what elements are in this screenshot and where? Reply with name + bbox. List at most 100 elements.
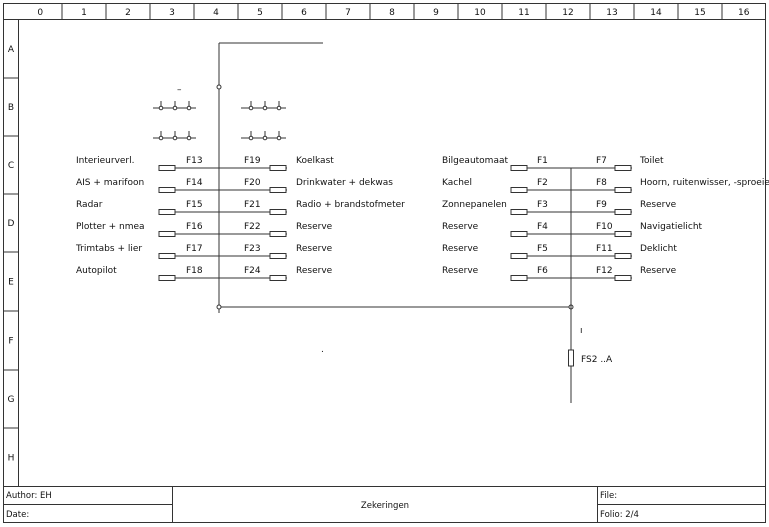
fuse-label: F3	[537, 200, 548, 210]
fuse-label: F13	[186, 156, 203, 166]
circuit-description: Kachel	[442, 178, 472, 188]
fuse-label: F5	[537, 244, 548, 254]
circuit-description: Reserve	[442, 244, 479, 254]
fuse-label: F12	[596, 266, 613, 276]
fuse-label: F9	[596, 200, 607, 210]
fuse-label: F11	[596, 244, 613, 254]
fuse-symbol	[269, 187, 287, 193]
fuse-symbol	[269, 231, 287, 237]
column-label: 11	[518, 8, 529, 18]
column-label: 3	[169, 8, 175, 18]
fuse-symbol	[510, 187, 528, 193]
sheet-title: Zekeringen	[361, 501, 409, 511]
sheet-border	[3, 3, 766, 523]
fuse-row: Plotter + nmea F16 F22 Reserve	[76, 222, 333, 237]
row-label: D	[8, 219, 15, 229]
circuit-description: Reserve	[442, 266, 479, 276]
row-label: H	[8, 453, 15, 463]
load-description: Reserve	[640, 200, 677, 210]
column-label: 2	[125, 8, 131, 18]
fuse-label: F8	[596, 178, 607, 188]
fuse-label: F1	[537, 156, 548, 166]
load-description: Radio + brandstofmeter	[296, 200, 405, 210]
column-label: 4	[213, 8, 219, 18]
fuse-symbol	[158, 231, 176, 237]
column-label: 0	[37, 8, 43, 18]
title-block: Author: EH Date: Zekeringen File: Folio:…	[3, 486, 766, 523]
fuse-symbol	[614, 187, 632, 193]
column-label: 1	[81, 8, 87, 18]
column-label: 5	[257, 8, 263, 18]
fuse-label: F2	[537, 178, 548, 188]
column-label: 16	[738, 8, 750, 18]
fuse-label: F15	[186, 200, 203, 210]
load-description: Reserve	[296, 222, 333, 232]
circuit-description: Interieurverl.	[76, 156, 135, 166]
row-label: E	[8, 278, 14, 288]
fuse-label: F22	[244, 222, 261, 232]
main-fuse-label: FS2 ..A	[581, 355, 613, 365]
circuit-description: AIS + marifoon	[76, 178, 144, 188]
file-label: File:	[600, 491, 617, 501]
load-description: Navigatielicht	[640, 222, 703, 232]
fuse-symbol	[269, 253, 287, 259]
circuit-description: Autopilot	[76, 266, 117, 276]
main-fuse-symbol	[568, 349, 574, 367]
fuse-label: F16	[186, 222, 203, 232]
date-label: Date:	[6, 510, 29, 520]
fuse-label: F14	[186, 178, 203, 188]
column-label: 7	[345, 8, 351, 18]
fuse-symbol	[158, 275, 176, 281]
fuse-symbol	[510, 165, 528, 171]
fuse-label: F4	[537, 222, 548, 232]
fuse-label: F20	[244, 178, 261, 188]
column-label: 6	[301, 8, 307, 18]
fuse-symbol	[614, 165, 632, 171]
fuse-label: F17	[186, 244, 203, 254]
busbars	[153, 101, 286, 141]
return-bus: FS2 ..A ı .	[216, 168, 613, 403]
fuse-symbol	[269, 209, 287, 215]
load-description: Reserve	[296, 244, 333, 254]
fuse-symbol	[510, 231, 528, 237]
dot-mark: .	[321, 345, 324, 355]
fuse-label: F7	[596, 156, 607, 166]
column-label: 13	[606, 8, 617, 18]
fuse-symbol	[510, 209, 528, 215]
fuse-row: AIS + marifoon F14 F20 Drinkwater + dekwas	[76, 178, 393, 193]
tick-mark: ı	[580, 326, 583, 336]
dash-mark: –	[177, 85, 182, 95]
fuse-symbol	[510, 253, 528, 259]
load-description: Reserve	[296, 266, 333, 276]
column-label: 9	[433, 8, 439, 18]
fuse-symbol	[158, 253, 176, 259]
fuse-symbol	[158, 165, 176, 171]
fuse-symbol	[614, 253, 632, 259]
load-description: Reserve	[640, 266, 677, 276]
fuse-label: F21	[244, 200, 261, 210]
row-label: F	[8, 337, 13, 347]
row-label: G	[8, 395, 15, 405]
load-description: Drinkwater + dekwas	[296, 178, 393, 188]
author-label: Author: EH	[6, 491, 52, 501]
fuse-symbol	[269, 275, 287, 281]
fuse-symbol	[158, 187, 176, 193]
row-label: C	[8, 161, 14, 171]
circuit-description: Bilgeautomaat	[442, 156, 508, 166]
fuse-symbol	[614, 209, 632, 215]
column-label: 14	[650, 8, 662, 18]
fuse-symbol	[614, 231, 632, 237]
fuse-label: F19	[244, 156, 261, 166]
circuit-description: Plotter + nmea	[76, 222, 145, 232]
row-label: B	[8, 103, 14, 113]
